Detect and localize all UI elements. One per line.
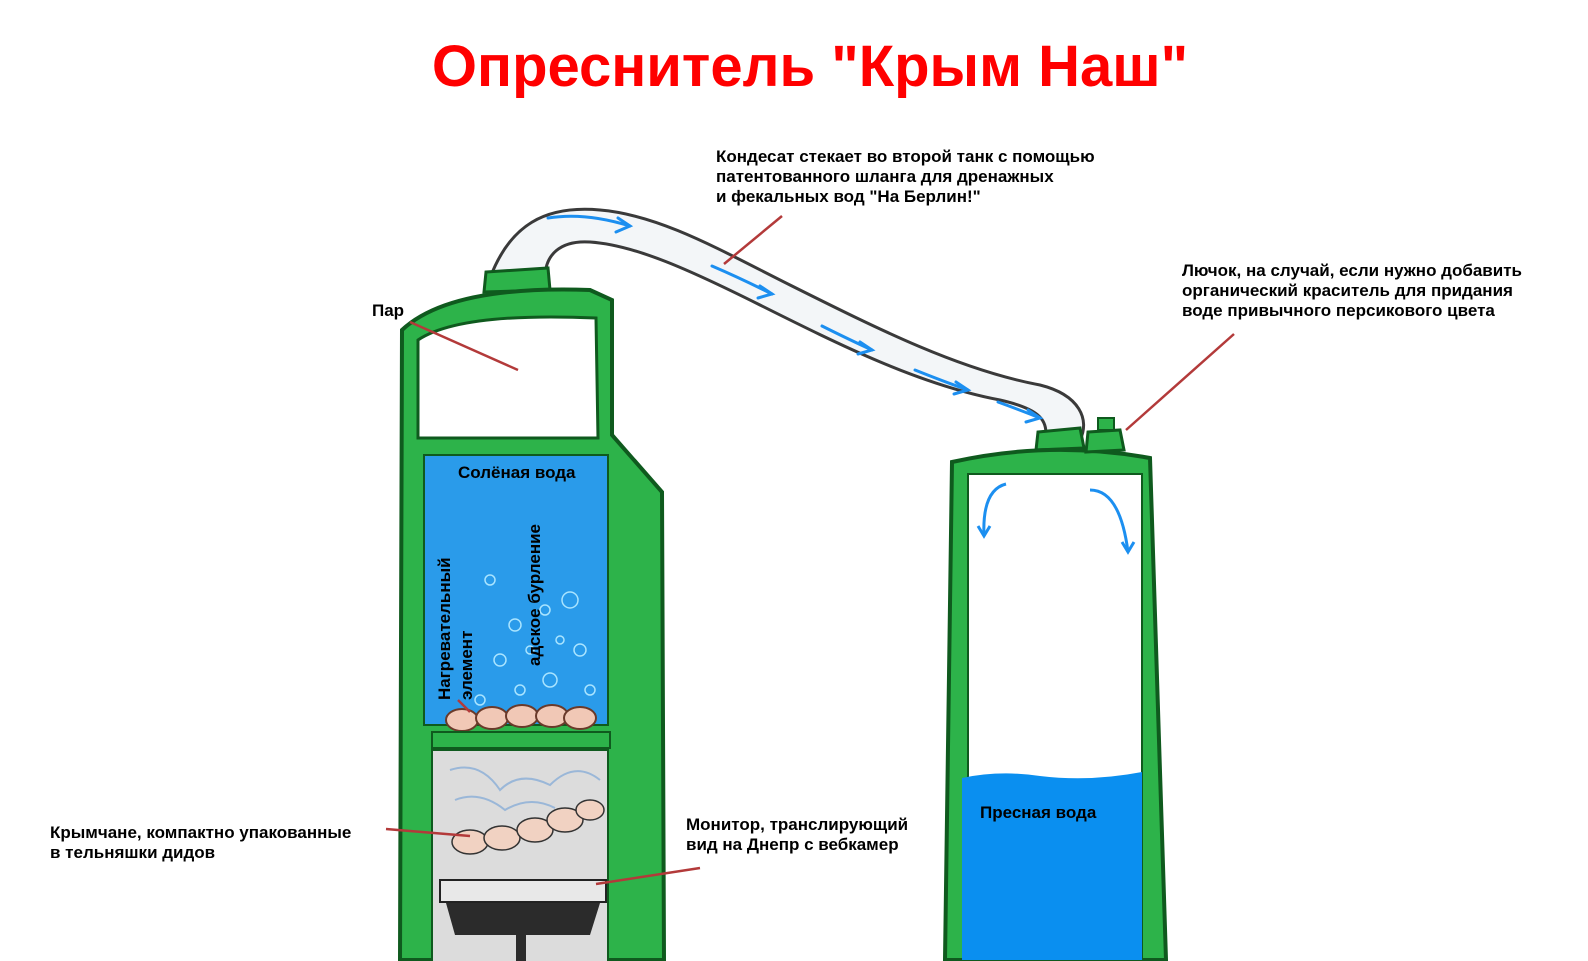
fresh-water-area [962, 772, 1142, 960]
steam-label: Пар [372, 301, 404, 320]
boiling-label: адское бурление [525, 524, 544, 666]
pointer-hose [723, 215, 783, 265]
monitor-label: Монитор, транслирующий вид на Днепр с ве… [686, 815, 913, 854]
page-title: Опреснитель "Крым Наш" [432, 34, 1188, 99]
fresh-water-tank [942, 417, 1169, 961]
drain-hose [482, 207, 1086, 452]
monitor [439, 879, 607, 961]
hose-label: Кондесат стекает во второй танк с помощь… [716, 147, 1099, 206]
pointer-monitor [595, 866, 701, 886]
pointer-steam [409, 320, 519, 372]
bubbles [474, 574, 596, 706]
heater-element [445, 704, 597, 732]
flow-arrows [546, 214, 1044, 424]
hatch [1084, 428, 1126, 454]
heater-label: Нагревательный элемент [435, 553, 476, 700]
pointer-hatch [1125, 333, 1235, 431]
pointer-crimeans [385, 827, 471, 838]
crimeans-label: Крымчане, компактно упакованные в тельня… [50, 823, 356, 862]
hatch-label: Лючок, на случай, если нужно добавить ор… [1182, 261, 1527, 320]
pointer-heater [457, 699, 471, 713]
fresh-water-label: Пресная вода [980, 803, 1097, 822]
salt-water-label: Солёная вода [458, 463, 576, 482]
salt-water-tank [397, 287, 667, 961]
